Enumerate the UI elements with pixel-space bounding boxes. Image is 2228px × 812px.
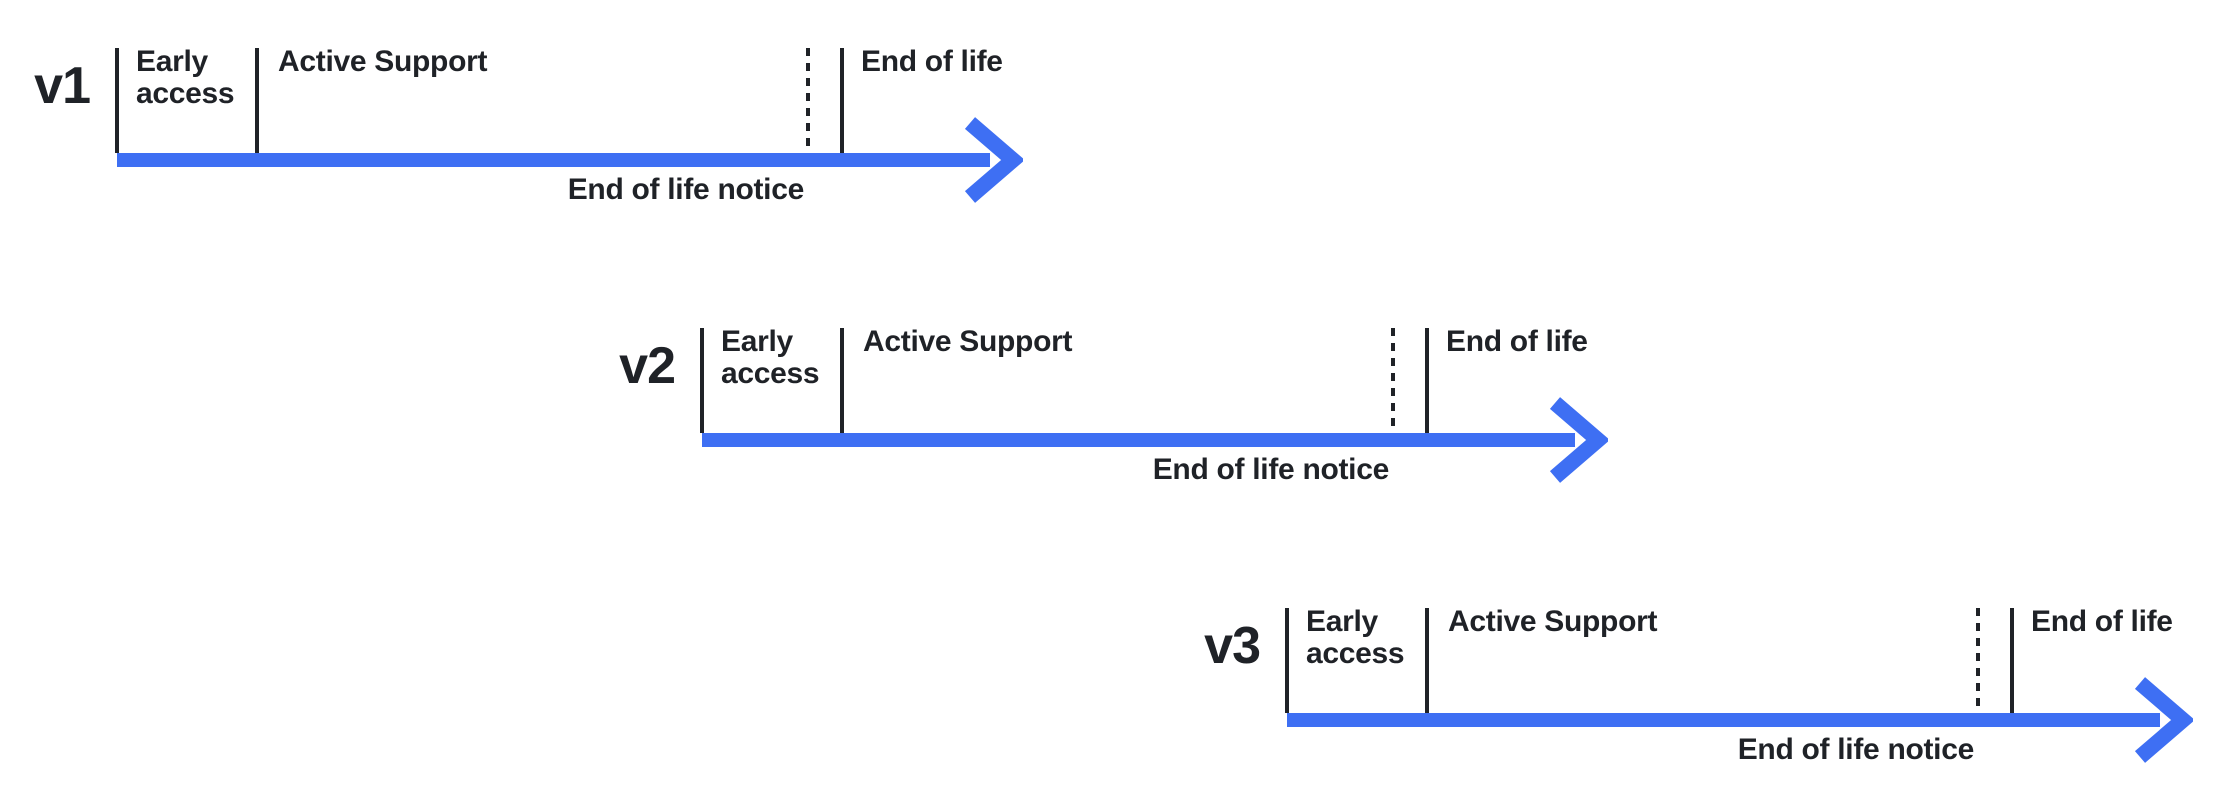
end-of-life-notice-label: End of life notice: [1152, 453, 1390, 486]
active-support-start-tick: [255, 48, 259, 153]
timeline-row-v2: v2 Early access Active Support End of li…: [585, 280, 1625, 510]
arrowhead-icon: [1549, 397, 1608, 483]
active-support-start-tick: [1425, 608, 1429, 713]
end-of-life-notice-label: End of life notice: [1737, 733, 1975, 766]
version-label: v3: [1204, 617, 1261, 675]
active-support-label: Active Support: [278, 45, 488, 78]
end-of-life-notice-dashed-tick: [1976, 608, 1980, 713]
timeline-row-v3: v3 Early access Active Support End of li…: [1170, 560, 2210, 790]
active-support-start-tick: [840, 328, 844, 433]
early-access-label: Early access: [721, 325, 820, 390]
release-tick: [1285, 608, 1289, 713]
end-of-life-notice-label: End of life notice: [567, 173, 805, 206]
early-access-label: Early access: [136, 45, 235, 110]
timeline-row-v1: v1 Early access Active Support End of li…: [0, 0, 1040, 230]
release-tick: [700, 328, 704, 433]
end-of-life-label: End of life: [1446, 325, 1588, 358]
end-of-life-tick: [1425, 328, 1429, 433]
timeline-bar: [702, 433, 1575, 447]
end-of-life-label: End of life: [2031, 605, 2173, 638]
release-tick: [115, 48, 119, 153]
end-of-life-notice-dashed-tick: [806, 48, 810, 153]
end-of-life-notice-dashed-tick: [1391, 328, 1395, 433]
end-of-life-label: End of life: [861, 45, 1003, 78]
end-of-life-tick: [2010, 608, 2014, 713]
timeline-bar: [117, 153, 990, 167]
active-support-label: Active Support: [1448, 605, 1658, 638]
version-label: v1: [34, 57, 91, 115]
arrowhead-icon: [2134, 677, 2193, 763]
arrowhead-icon: [964, 117, 1023, 203]
timeline-bar: [1287, 713, 2160, 727]
early-access-label: Early access: [1306, 605, 1405, 670]
active-support-label: Active Support: [863, 325, 1073, 358]
end-of-life-tick: [840, 48, 844, 153]
version-label: v2: [619, 337, 676, 395]
